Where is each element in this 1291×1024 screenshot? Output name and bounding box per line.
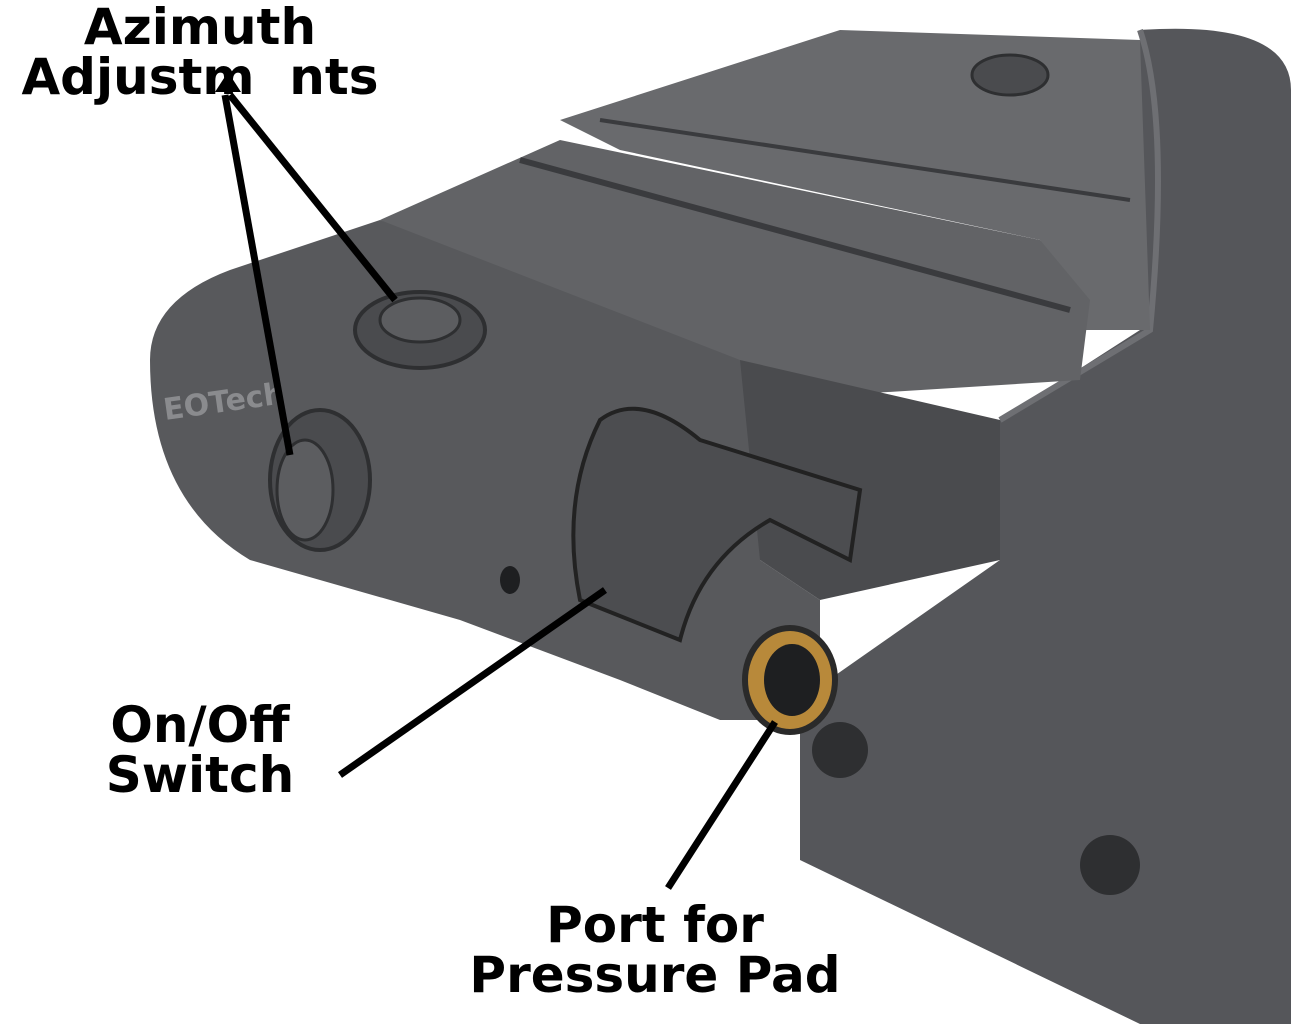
switch-hole (500, 566, 520, 594)
top-plate-front (380, 140, 1090, 400)
azimuth-arrowhead (215, 72, 241, 92)
hex-screw-2 (1080, 835, 1140, 895)
top-plate-groove (519, 157, 1071, 313)
leader-lines (221, 92, 778, 890)
azimuth-leader-top (227, 92, 398, 303)
rear-screw (970, 53, 1050, 97)
sight-housing-edge (998, 29, 1161, 423)
sight-housing (800, 28, 1291, 1024)
azimuth-label-line1: Azimuth (83, 0, 317, 56)
hex-screw (812, 722, 868, 778)
onoff-leader (337, 587, 608, 778)
azimuth-leader-side (221, 94, 294, 456)
azimuth-screw-side-head (275, 438, 335, 542)
on-off-switch (571, 406, 863, 643)
azimuth-label-line2: Adjustm nts (21, 48, 379, 106)
top-plate-groove-2 (599, 118, 1131, 202)
pressure-pad-port-hole (764, 644, 820, 716)
top-plate-rear (560, 30, 1150, 330)
port-label-line1: Port for (546, 896, 764, 954)
azimuth-screw-top-head (378, 296, 462, 344)
laser-module-side (740, 360, 1000, 600)
onoff-label-line2: Switch (105, 746, 295, 804)
port-label-line2: Pressure Pad (469, 946, 841, 1004)
onoff-label-line1: On/Off (110, 696, 290, 754)
port-leader (665, 720, 778, 890)
